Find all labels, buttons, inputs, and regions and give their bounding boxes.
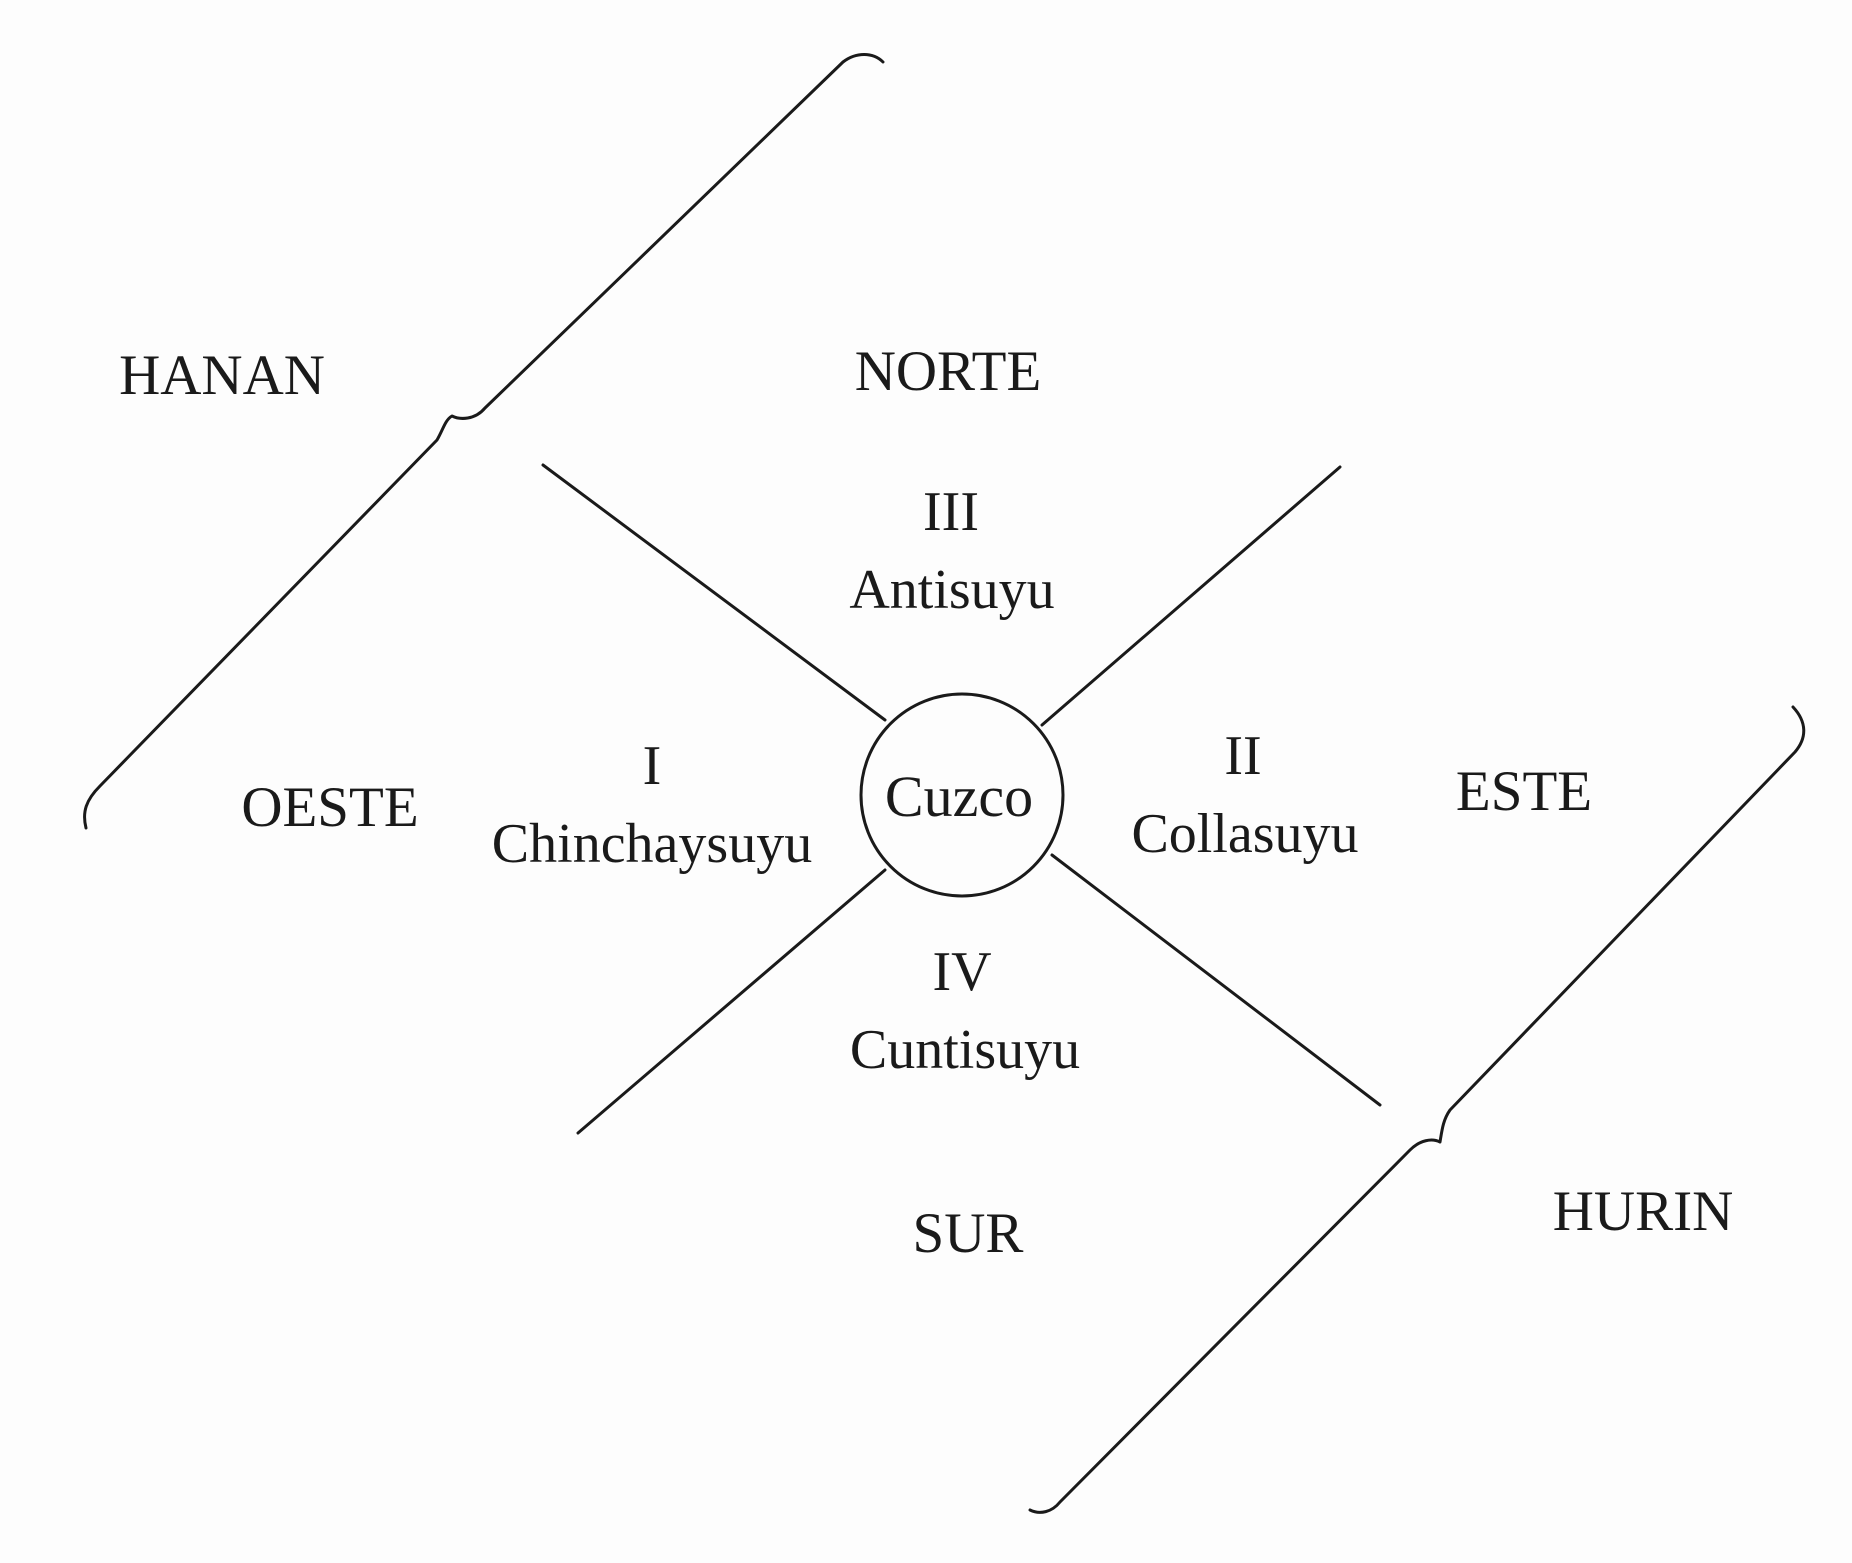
sur-label: SUR: [913, 1202, 1024, 1265]
line-southeast: [1050, 853, 1382, 1107]
hanan-brace: [83, 53, 885, 830]
cuzco-circle: [859, 692, 1065, 898]
quarter-ii-numeral: II: [1224, 725, 1261, 787]
quarter-iii-numeral: III: [923, 481, 979, 543]
hanan-label: HANAN: [119, 344, 325, 407]
quarter-iii-name: Antisuyu: [849, 559, 1054, 621]
quarter-ii-name: Collasuyu: [1131, 803, 1358, 865]
hurin-label: HURIN: [1553, 1180, 1734, 1243]
quarter-i-name: Chinchaysuyu: [492, 813, 812, 875]
cuzco-label: Cuzco: [885, 764, 1033, 829]
line-northeast: [1040, 465, 1342, 727]
este-label: ESTE: [1456, 760, 1592, 823]
quarter-i-numeral: I: [643, 735, 662, 797]
quarter-iv-name: Cuntisuyu: [850, 1019, 1080, 1081]
norte-label: NORTE: [855, 340, 1042, 403]
oeste-label: OESTE: [241, 776, 418, 839]
line-northwest: [541, 463, 887, 722]
line-southwest: [576, 868, 887, 1135]
quarter-iv-numeral: IV: [932, 941, 991, 1003]
hurin-brace: [1028, 705, 1806, 1514]
